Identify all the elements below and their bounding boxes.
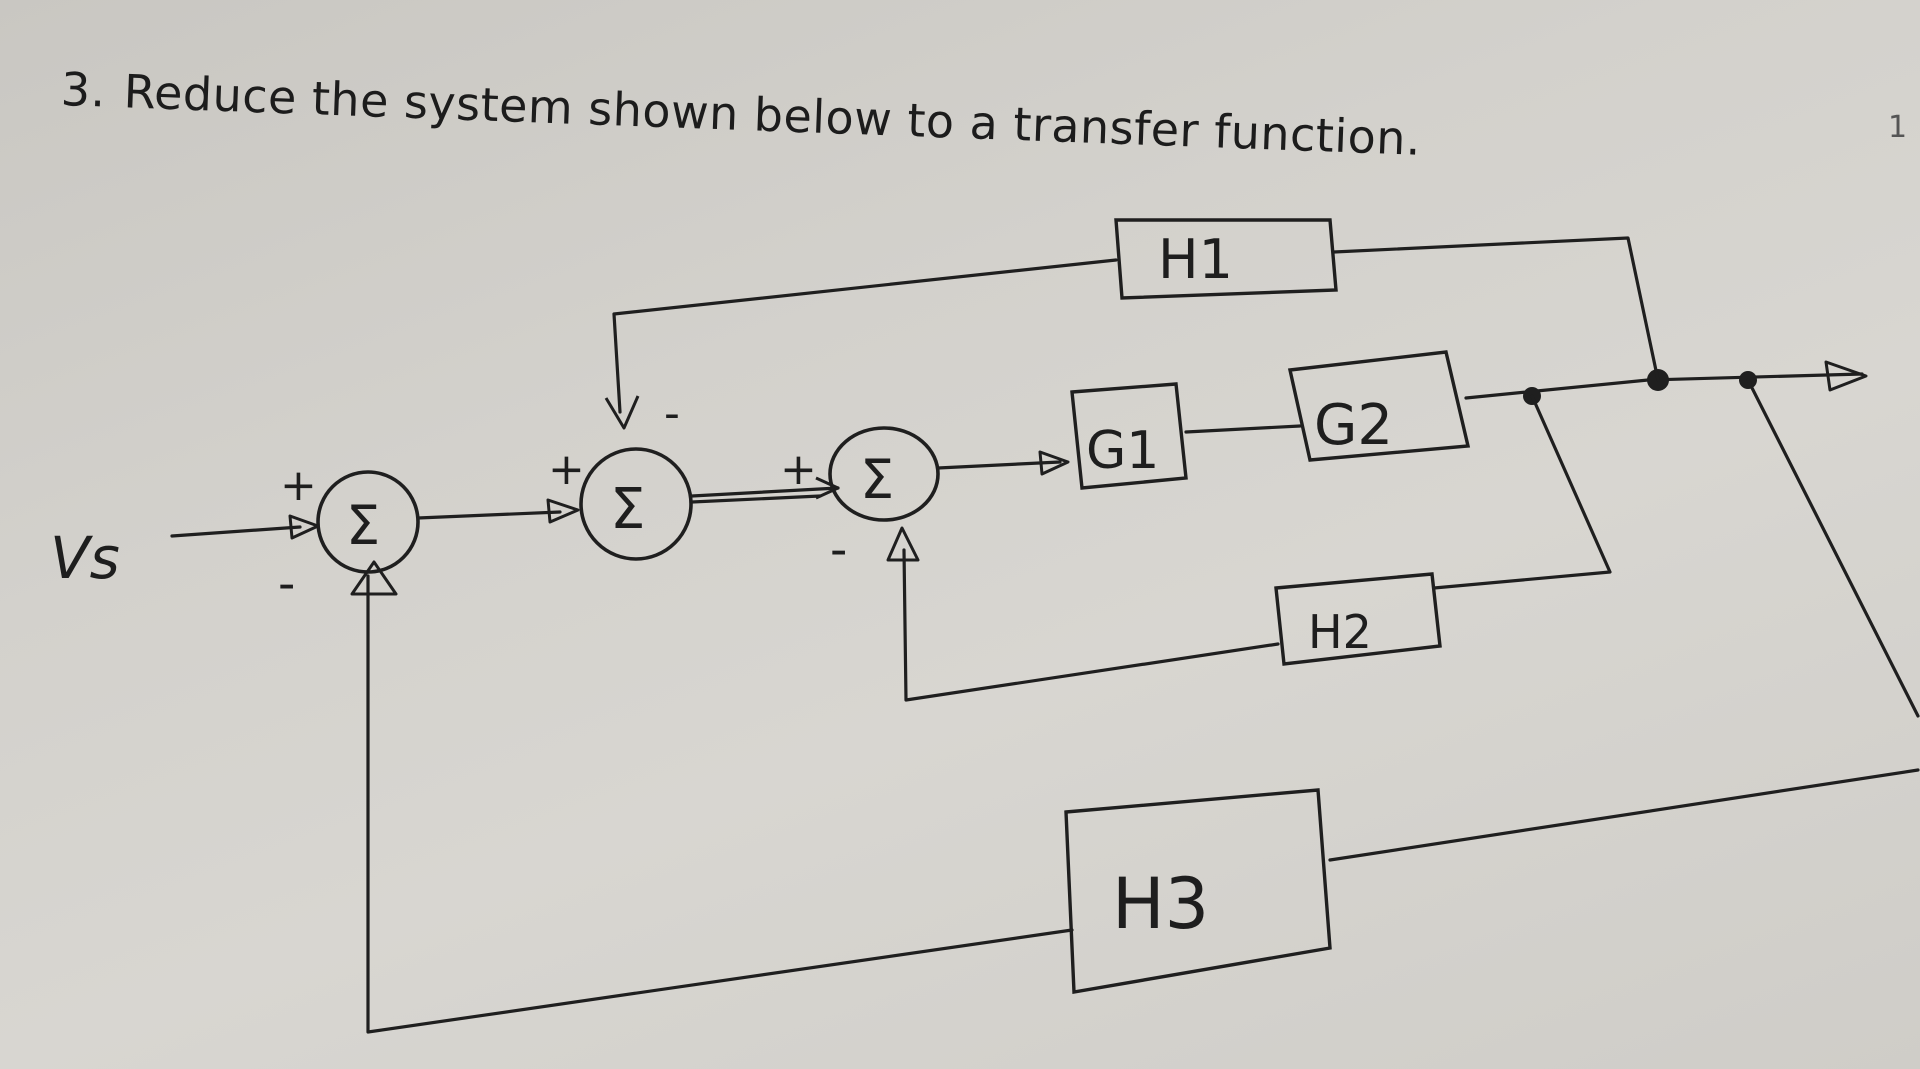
block-g1-label: G1	[1086, 421, 1159, 481]
input-wire	[170, 525, 302, 538]
sum2-minus-sign: -	[664, 388, 680, 439]
block-h2-label: H2	[1308, 605, 1372, 659]
sum1-feedback-arrow-icon	[350, 560, 398, 596]
wire-h1-to-sum2	[612, 258, 1118, 414]
output-arrow-icon	[1824, 360, 1868, 392]
wire-sum2-to-sum3-double	[690, 494, 822, 504]
sum2-input-arrow-icon	[546, 498, 580, 524]
block-g2-label: G2	[1314, 393, 1393, 458]
block-h3	[1064, 788, 1332, 995]
wire-sum1-to-sum2	[416, 510, 562, 520]
sum3-feedback-arrow-icon	[886, 526, 920, 562]
g1-input-arrow-icon	[1038, 450, 1070, 476]
sum2-feedback-arrow-icon	[604, 395, 640, 430]
wire-output-to-h1	[1332, 236, 1660, 382]
wire-output-to-h3	[1328, 768, 1920, 862]
sum3-minus-sign: -	[830, 522, 847, 578]
summing-junction-2	[579, 447, 693, 561]
block-h3-label: H3	[1112, 863, 1209, 945]
wire-h3-to-sum1	[366, 574, 1074, 1034]
input-arrow-icon	[288, 514, 320, 540]
block-g1	[1070, 382, 1188, 490]
block-g2	[1287, 350, 1471, 462]
wire-sum2-to-sum3	[690, 486, 840, 498]
wire-output-to-h2	[1432, 394, 1612, 590]
wire-g1-to-g2	[1184, 424, 1302, 434]
page-corner-mark: 1	[1888, 110, 1908, 145]
summing-junction-3-symbol: Σ	[860, 448, 894, 511]
sum1-minus-sign: -	[278, 556, 295, 612]
sum2-plus-sign: +	[548, 444, 585, 495]
input-label-vs: Vs	[50, 524, 120, 592]
summing-junction-2-symbol: Σ	[610, 477, 645, 542]
summing-junction-1-symbol: Σ	[346, 494, 380, 557]
summing-junction-3	[828, 426, 940, 522]
sum1-plus-sign: +	[280, 460, 317, 511]
block-h1	[1114, 218, 1338, 300]
block-h2	[1274, 572, 1442, 666]
block-h1-label: H1	[1158, 228, 1233, 291]
wire-output-down-right	[1746, 378, 1920, 718]
wire-h2-to-sum3	[902, 548, 1280, 702]
sum3-input-arrow-icon	[815, 476, 840, 500]
sum3-plus-sign: +	[780, 444, 817, 495]
